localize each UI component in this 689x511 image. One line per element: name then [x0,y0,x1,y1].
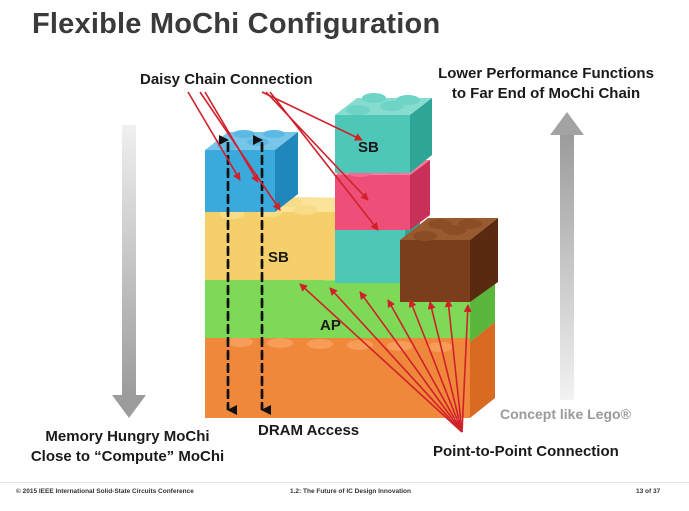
footer-divider [0,482,689,483]
memory-line1: Memory Hungry MoChi [45,428,210,445]
sb-top-label: SB [358,139,379,156]
memory-hungry-label: Memory Hungry MoChi Close to “Compute” M… [10,427,245,467]
footer-copyright: © 2015 IEEE International Solid-State Ci… [16,488,194,495]
slide-title: Flexible MoChi Configuration [32,8,441,40]
daisy-chain-label: Daisy Chain Connection [140,71,313,88]
footer-page-number: 13 of 37 [636,488,661,495]
sb-teal-top-block: SB [335,93,432,173]
lower-performance-label: Lower Performance Functions to Far End o… [420,64,672,104]
concept-lego-label: Concept like Lego® [500,406,631,422]
point-to-point-lines [299,283,472,433]
daisy-chain-lines [187,91,379,231]
brown-block [400,218,498,302]
memory-line2: Close to “Compute” MoChi [30,448,225,465]
footer-session: 1.2: The Future of IC Design Innovation [290,488,411,495]
dram-access-label: DRAM Access [258,422,360,439]
lower-perf-line1: Lower Performance Functions [438,65,654,82]
sb-mid-label: SB [268,249,289,266]
point-to-point-label: Point-to-Point Connection [433,443,619,460]
dram-access-arrows [219,135,271,415]
ap-label: AP [320,317,341,334]
lower-perf-line2: to Far End of MoChi Chain [451,85,641,102]
performance-direction-arrow [550,112,584,400]
memory-direction-arrow [112,125,146,418]
